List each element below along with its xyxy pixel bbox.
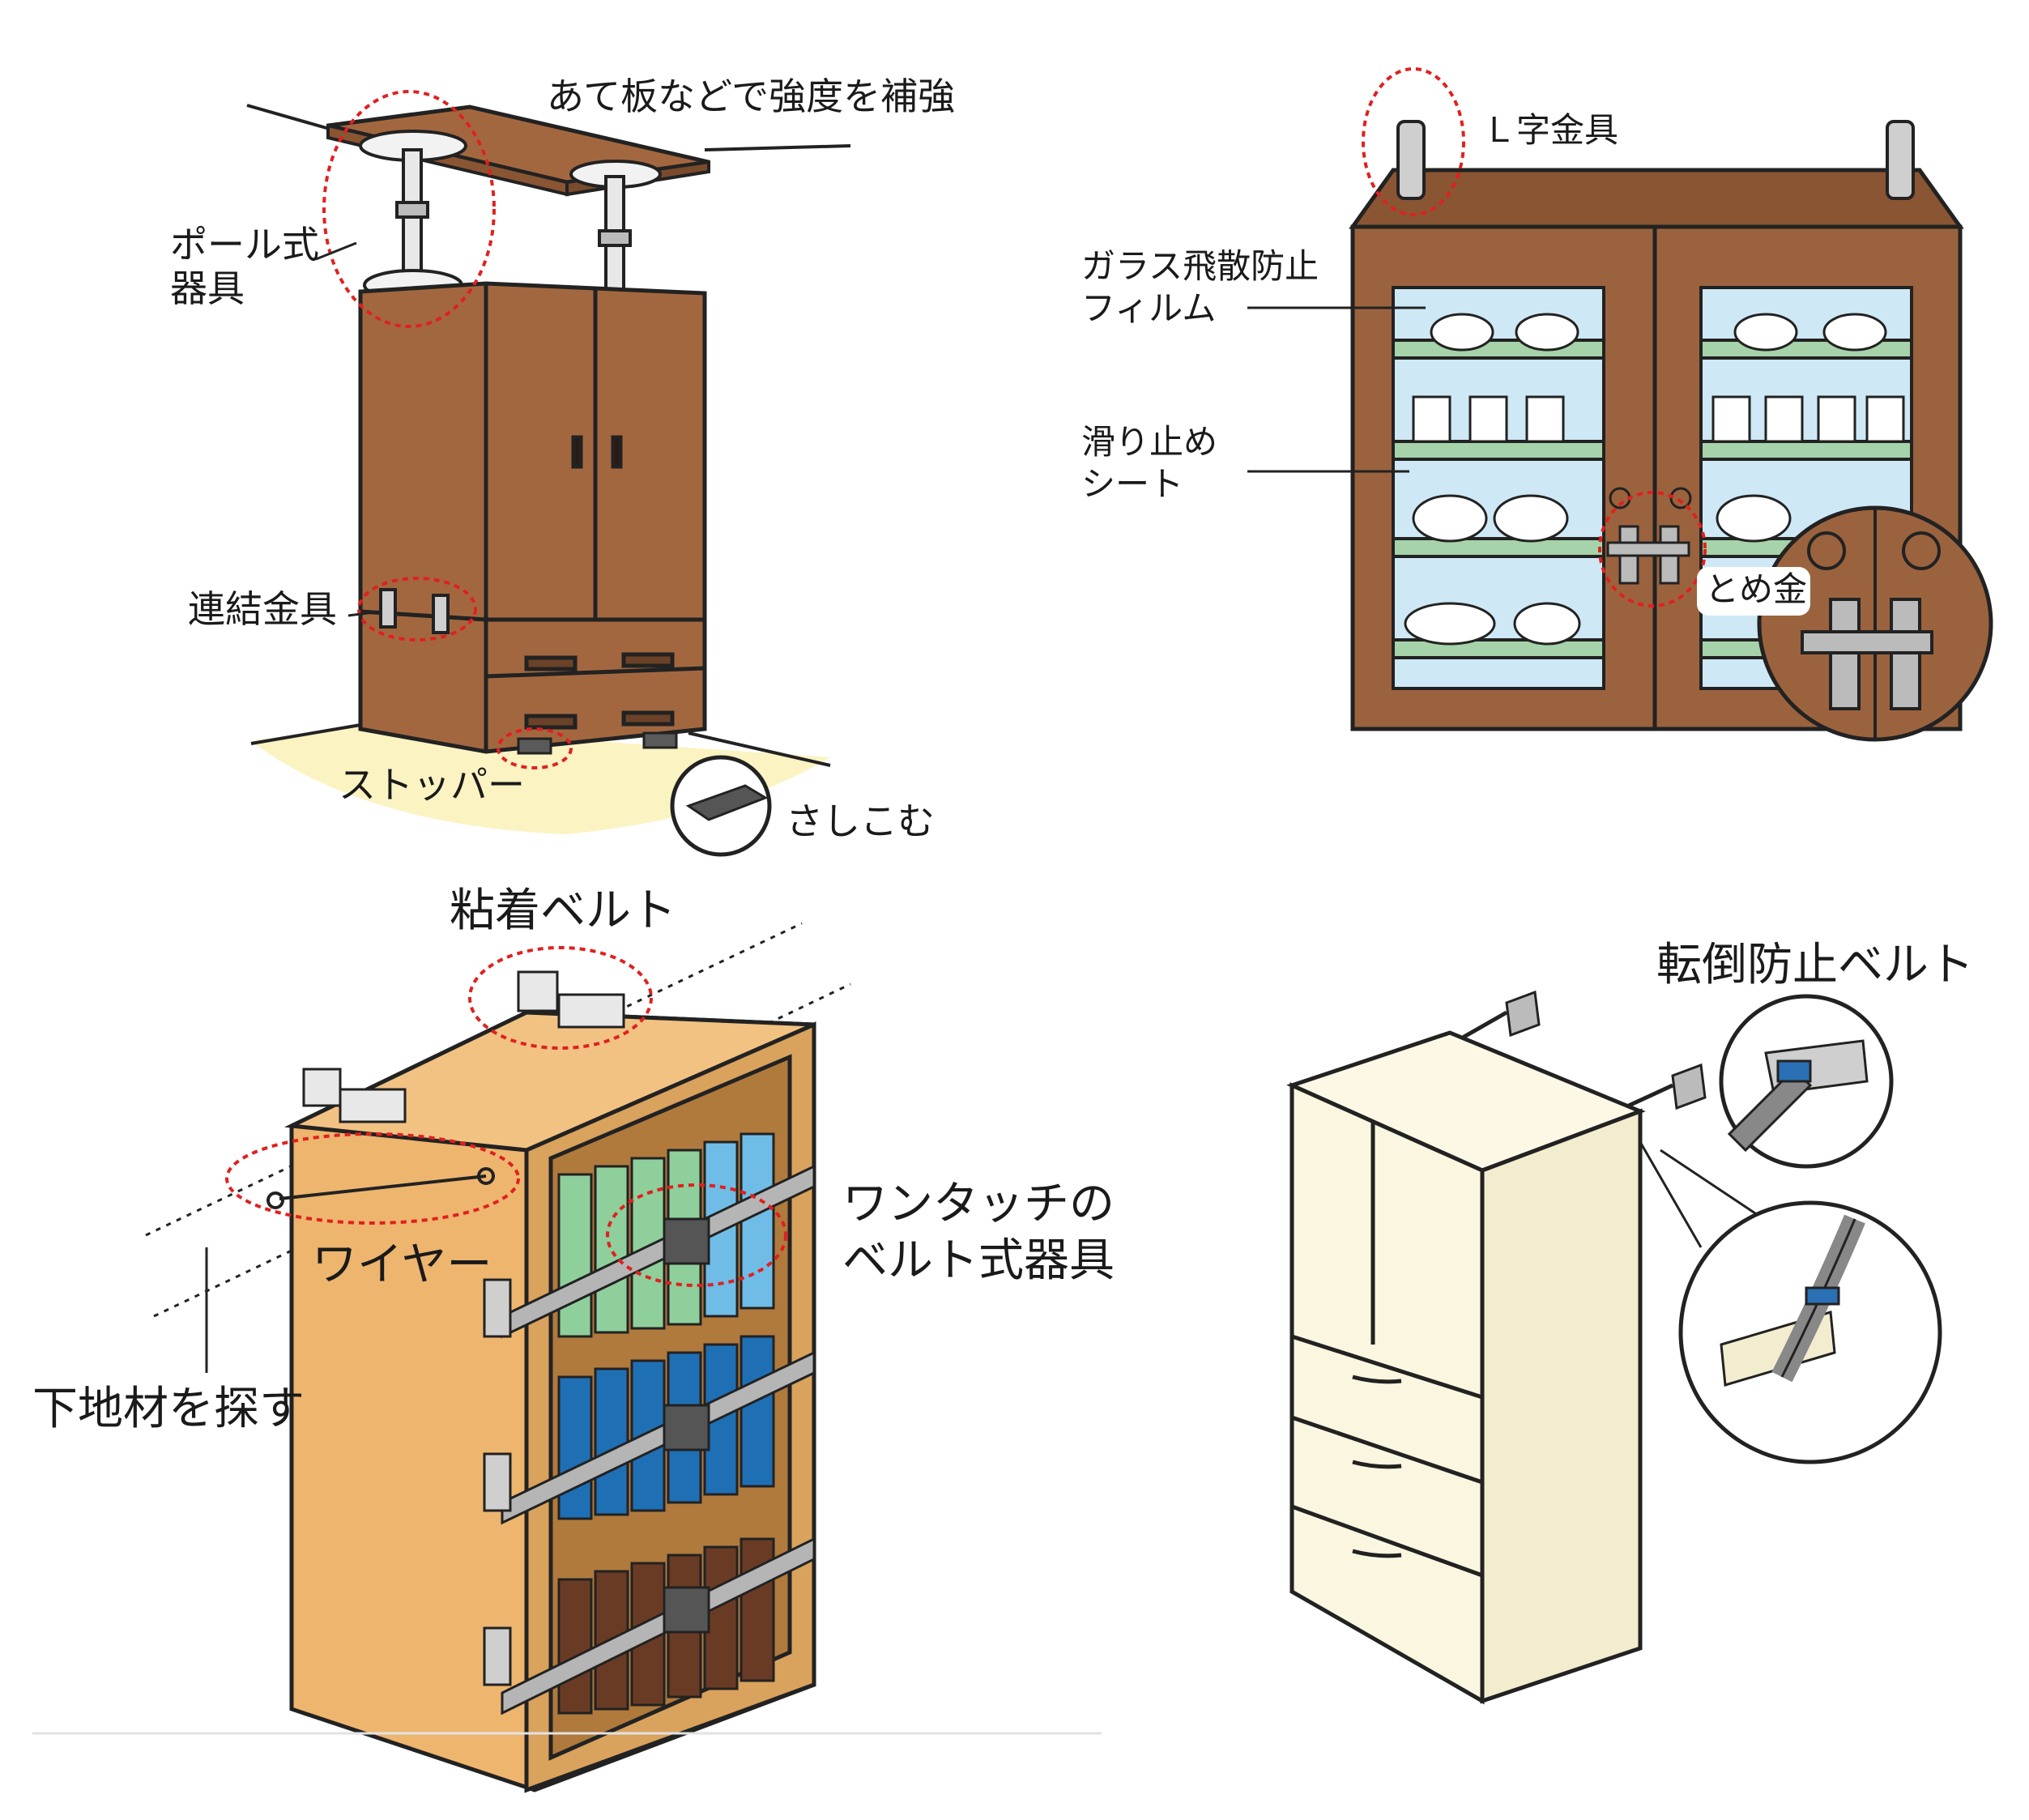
latch-inset [1757, 505, 1993, 742]
label-connector: 連結金具 [188, 587, 337, 631]
label-latch: とめ金 [1705, 569, 1807, 609]
latch [1606, 487, 1692, 585]
label-adhesive-belt: 粘着ベルト [450, 884, 676, 937]
panel-refrigerator: 転倒防止ベルト [1286, 939, 1974, 1705]
label-antislip-line2: シート [1081, 464, 1183, 504]
label-tip-belt: 転倒防止ベルト [1656, 939, 1974, 991]
label-pole-line1: ポール式 [170, 223, 319, 266]
stopper [517, 731, 678, 755]
connector-bracket [379, 588, 450, 634]
tip-belt [1448, 990, 1707, 1112]
label-onetouch-line1: ワンタッチの [842, 1178, 1115, 1230]
label-reinforce: あて板などで強度を補強 [547, 75, 955, 118]
highlight-circle [225, 946, 787, 1287]
belt-inset-lower [1678, 1200, 1942, 1464]
panel-cupboard: Ｌ字金具 ガラス飛散防止 フィルム 滑り止め シート とめ金 [1081, 67, 1993, 742]
label-stopper: ストッパー [339, 763, 525, 807]
highlight-circle [1362, 67, 1707, 607]
label-film-line2: フィルム [1081, 288, 1216, 328]
belt-strap [501, 1164, 816, 1716]
label-pole-line2: 器具 [170, 266, 245, 310]
label-film-line1: ガラス飛散防止 [1081, 246, 1319, 286]
l-bracket [1396, 120, 1915, 200]
insert-inset [670, 755, 772, 857]
panel-bookshelf: 粘着ベルト ワンタッチの ベルト式器具 ワイヤー 下地材を探す [32, 884, 1115, 1793]
panel-wardrobe: あて板などで強度を補強 ポール式 器具 連結金具 ストッパー さしこむ [170, 75, 955, 857]
wire [266, 1167, 495, 1209]
label-onetouch-line2: ベルト式器具 [842, 1234, 1115, 1287]
label-insert: さしこむ [786, 799, 935, 843]
label-find-stud: 下地材を探す [32, 1383, 305, 1435]
refrigerator [1286, 1030, 1646, 1705]
belt-inset-upper [1719, 994, 1894, 1169]
dishes [1404, 313, 1905, 646]
label-wire: ワイヤー [312, 1238, 492, 1291]
pole-fixture [359, 130, 662, 301]
wardrobe [358, 281, 707, 754]
wall-bracket [483, 1278, 512, 1686]
label-antislip-line1: 滑り止め [1081, 422, 1217, 462]
adhesive-belt [302, 970, 625, 1123]
books-top [557, 1132, 775, 1338]
label-l-bracket: Ｌ字金具 [1482, 110, 1618, 150]
highlight-circle [322, 90, 573, 769]
